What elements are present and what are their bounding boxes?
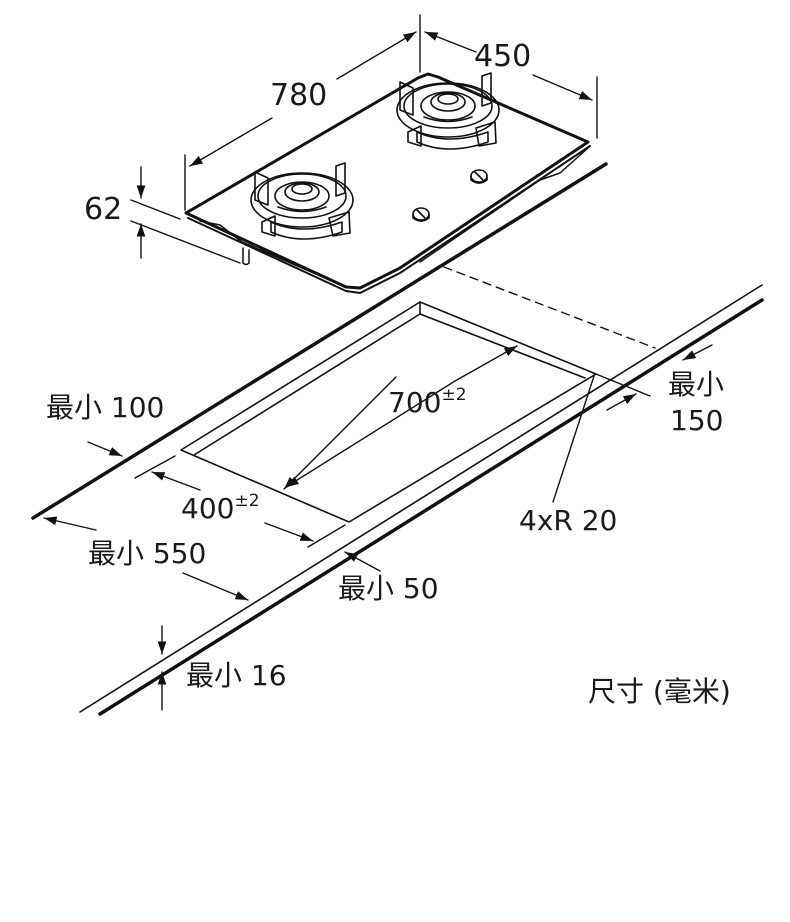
control-knob [412, 207, 430, 222]
worktop-rear-edge [31, 162, 608, 520]
dimension-780 [184, 14, 421, 211]
dimension-front-50 [344, 551, 381, 572]
dimension-side-150 [682, 344, 713, 361]
projection-line [443, 266, 656, 349]
hob-top-outline [184, 72, 590, 290]
clearance-side-line2: 150 [670, 404, 724, 437]
worktop-front-edge-top [79, 284, 763, 713]
unit-label: 尺寸 (毫米) [588, 675, 731, 708]
hob-front-edge [187, 145, 591, 294]
control-knob [470, 169, 488, 184]
burner-left [250, 162, 354, 240]
hob-appliance [184, 72, 591, 294]
dimension-450 [424, 31, 598, 139]
radius-leader [552, 375, 595, 503]
dim-width-label: 780 [270, 78, 328, 113]
cutout-length-tolerance: ±2 [441, 385, 467, 405]
dim-height-label: 62 [84, 192, 123, 227]
cutout-width-label: 400±2 [181, 492, 260, 525]
cutout-width-value: 400 [181, 492, 235, 525]
corner-radius-label: 4xR 20 [519, 504, 618, 537]
worktop [31, 162, 764, 716]
clearance-side-line1: 最小 [668, 368, 725, 401]
dimension-62 [130, 166, 241, 264]
gas-pipe [242, 247, 250, 266]
cutout-length-label: 700±2 [388, 386, 467, 419]
dimension-550 [43, 516, 249, 601]
dimension-400 [134, 455, 346, 548]
dimension-700 [283, 345, 518, 490]
clearance-rear-arrow [87, 441, 123, 457]
worktop-depth-label: 最小 550 [88, 537, 207, 570]
dim-depth-label: 450 [474, 39, 532, 74]
clearance-front-label: 最小 50 [338, 572, 439, 605]
worktop-front-edge-bottom [98, 298, 764, 716]
cutout-inner-wall [193, 301, 586, 456]
cutout-length-value: 700 [388, 386, 442, 419]
worktop-thickness-label: 最小 16 [186, 659, 287, 692]
clearance-rear-label: 最小 100 [46, 391, 165, 424]
cutout-width-tolerance: ±2 [234, 491, 260, 511]
burner-right [396, 72, 500, 150]
